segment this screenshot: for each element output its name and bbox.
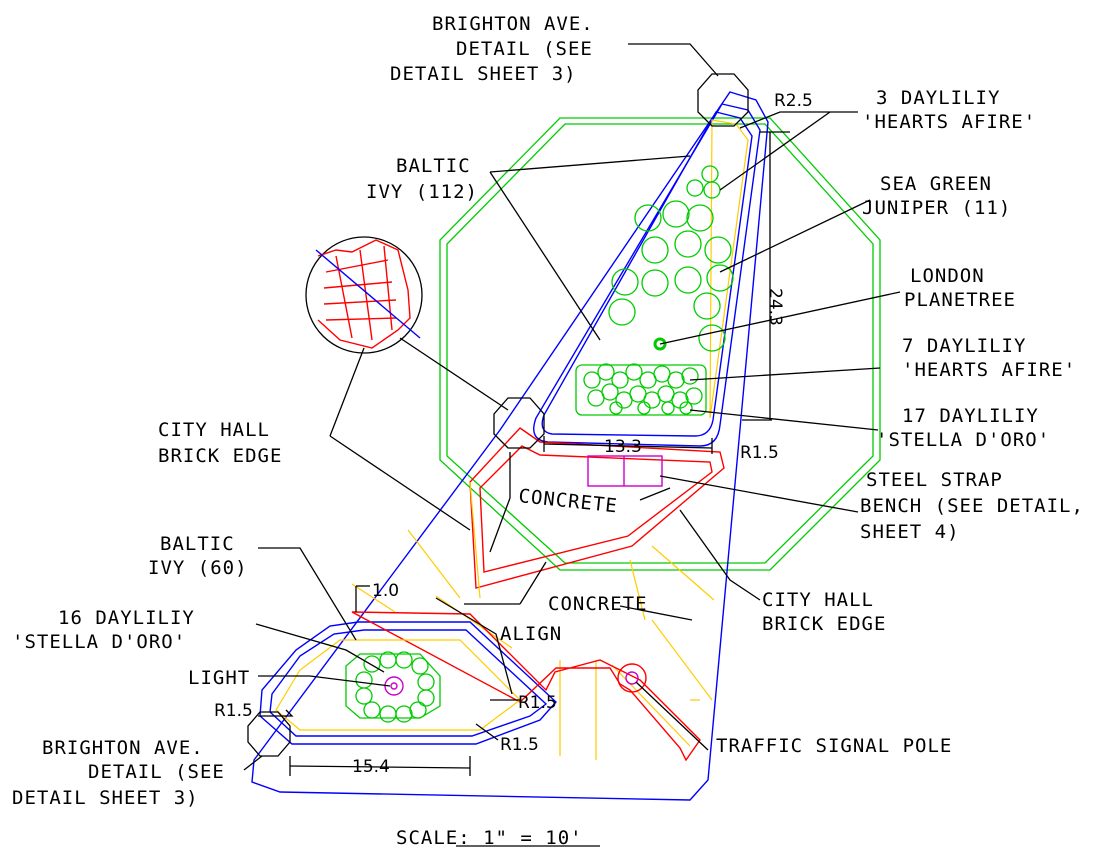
planetree-line-2: PLANETREE	[904, 289, 1016, 311]
label-align: ALIGN	[500, 623, 562, 645]
label-city-hall-left: CITY HALL BRICK EDGE	[158, 419, 282, 467]
traffic-signal-pole	[617, 663, 647, 693]
label-concrete-top: CONCRETE	[517, 485, 618, 517]
city-hall-left-line-2: BRICK EDGE	[158, 445, 282, 467]
label-light: LIGHT	[188, 667, 250, 689]
dim-1-0: 1.0	[372, 581, 399, 601]
daylily-17-line-1: 17 DAYLILIY	[902, 405, 1039, 427]
detail-callouts	[247, 73, 749, 757]
sea-green-junipers	[608, 200, 734, 352]
brighton-top-line-3: DETAIL SHEET 3)	[390, 63, 577, 85]
planetree-canopy	[439, 117, 881, 571]
main-island-outline	[251, 91, 769, 801]
baltic-112-line-2: IVY (112)	[366, 181, 478, 203]
daylily-3-cluster	[686, 165, 721, 199]
daylily-7-line-1: 7 DAYLILIY	[902, 335, 1026, 357]
daylily-3-line-1: 3 DAYLILIY	[876, 87, 1000, 109]
steel-bench-line-3: SHEET 4)	[860, 521, 960, 543]
scale-note: SCALE: 1" = 10'	[396, 827, 600, 849]
label-sea-green: SEA GREEN JUNIPER (11)	[862, 173, 1011, 219]
baltic-60-line-1: BALTIC	[160, 533, 235, 555]
label-traffic-pole: TRAFFIC SIGNAL POLE	[716, 735, 952, 757]
label-brighton-top: BRIGHTON AVE. DETAIL (SEE DETAIL SHEET 3…	[390, 13, 594, 85]
label-baltic-ivy-112: BALTIC IVY (112)	[366, 155, 478, 203]
steel-bench-line-2: BENCH (SEE DETAIL,	[860, 495, 1084, 517]
label-city-hall-right: CITY HALL BRICK EDGE	[762, 589, 886, 635]
daylily-16-ring	[345, 651, 441, 723]
city-hall-right-line-2: BRICK EDGE	[762, 613, 886, 635]
planetree-trunk	[653, 337, 667, 351]
baltic-112-line-1: BALTIC	[396, 155, 471, 177]
label-concrete-bottom: CONCRETE	[548, 593, 648, 615]
scale-text: SCALE: 1" = 10'	[396, 827, 583, 849]
label-steel-bench: STEEL STRAP BENCH (SEE DETAIL, SHEET 4)	[860, 469, 1084, 543]
brighton-bottom-line-1: BRIGHTON AVE.	[42, 737, 204, 759]
dim-r1-5-bed-right: R1.5	[518, 693, 557, 713]
label-daylily-17: 17 DAYLILIY 'STELLA D'ORO'	[876, 405, 1050, 451]
city-hall-left-line-1: CITY HALL	[158, 419, 270, 441]
dim-r1-5-upper: R1.5	[740, 443, 779, 463]
lower-bed	[259, 611, 701, 762]
dimension-lines	[289, 131, 790, 776]
planetree-line-1: LONDON	[910, 265, 985, 287]
label-brighton-bottom: BRIGHTON AVE. DETAIL (SEE DETAIL SHEET 3…	[12, 737, 225, 809]
dim-r1-5-bed-bottom: R1.5	[500, 735, 539, 755]
city-hall-right-line-1: CITY HALL	[762, 589, 874, 611]
label-daylily-16: 16 DAYLILIY 'STELLA D'ORO'	[12, 607, 195, 653]
daylily-3-line-2: 'HEARTS AFIRE'	[862, 111, 1036, 133]
daylily-16-line-1: 16 DAYLILIY	[58, 607, 195, 629]
dim-r2-5: R2.5	[774, 91, 813, 111]
label-daylily-3: 3 DAYLILIY 'HEARTS AFIRE'	[862, 87, 1036, 133]
dim-13-3: 13.3	[604, 437, 642, 457]
brick-edge-detail-circle	[305, 236, 423, 354]
leader-lines	[243, 43, 901, 771]
daylily-7-line-2: 'HEARTS AFIRE'	[902, 359, 1076, 381]
brighton-bottom-line-3: DETAIL SHEET 3)	[12, 787, 199, 809]
brighton-top-line-1: BRIGHTON AVE.	[432, 13, 594, 35]
dim-15-4: 15.4	[352, 757, 390, 777]
baltic-60-line-2: IVY (60)	[148, 557, 248, 579]
label-planetree: LONDON PLANETREE	[904, 265, 1016, 311]
steel-bench	[587, 455, 663, 487]
steel-bench-line-1: STEEL STRAP	[866, 469, 1003, 491]
brighton-top-line-2: DETAIL (SEE	[456, 38, 593, 60]
sea-green-line-1: SEA GREEN	[880, 173, 992, 195]
label-baltic-ivy-60: BALTIC IVY (60)	[148, 533, 248, 579]
concrete-joints	[351, 481, 715, 760]
daylily-17-line-2: 'STELLA D'ORO'	[876, 429, 1050, 451]
brighton-bottom-line-2: DETAIL (SEE	[88, 761, 225, 783]
daylily-cluster-upper	[575, 363, 707, 416]
daylily-16-line-2: 'STELLA D'ORO'	[12, 631, 186, 653]
dim-24-3: 24.3	[765, 288, 785, 326]
sea-green-line-2: JUNIPER (11)	[862, 197, 1011, 219]
label-daylily-7: 7 DAYLILIY 'HEARTS AFIRE'	[902, 335, 1076, 381]
dim-r1-5-bed-left: R1.5	[214, 701, 253, 721]
